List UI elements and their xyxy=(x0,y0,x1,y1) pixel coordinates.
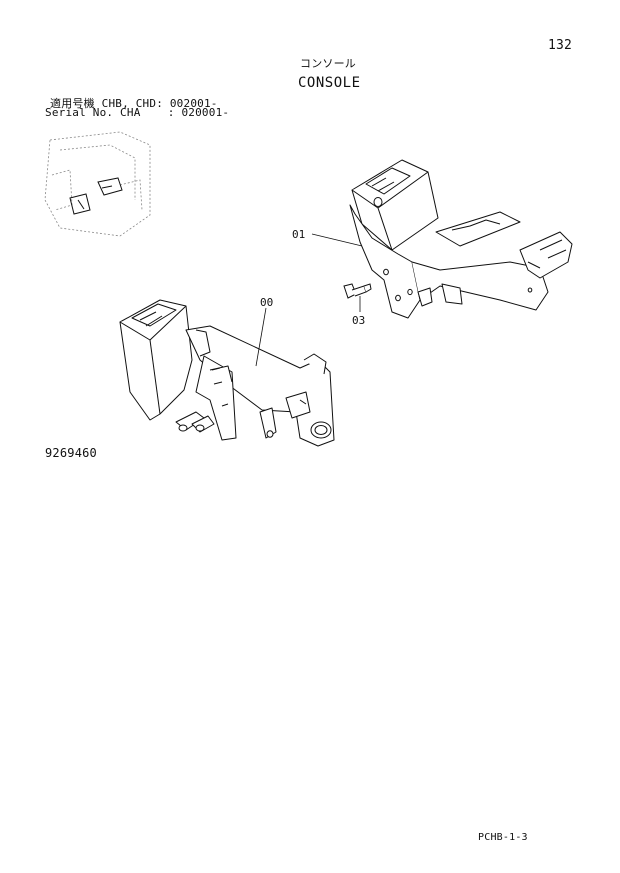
locator-thumbnail xyxy=(44,131,151,237)
locator-highlight xyxy=(69,177,123,215)
console-bracket-part-01 xyxy=(349,159,573,319)
page-number: 132 xyxy=(548,38,573,53)
page-code: PCHB-1-3 xyxy=(478,832,528,843)
title-english: CONSOLE xyxy=(298,75,361,91)
bolt-part-03 xyxy=(343,283,372,299)
serial-number-range: Serial No. CHA : 020001- xyxy=(45,106,230,119)
callout-leaders xyxy=(255,233,363,367)
console-bracket-part-00 xyxy=(119,299,335,447)
callout-01: 01 xyxy=(292,228,305,241)
callout-03: 03 xyxy=(352,314,365,327)
callout-00: 00 xyxy=(260,296,273,309)
drawing-number: 9269460 xyxy=(45,446,97,460)
title-japanese: コンソール xyxy=(300,57,356,70)
applicable-models: 適用号機 CHB, CHD: 002001- xyxy=(50,97,218,110)
